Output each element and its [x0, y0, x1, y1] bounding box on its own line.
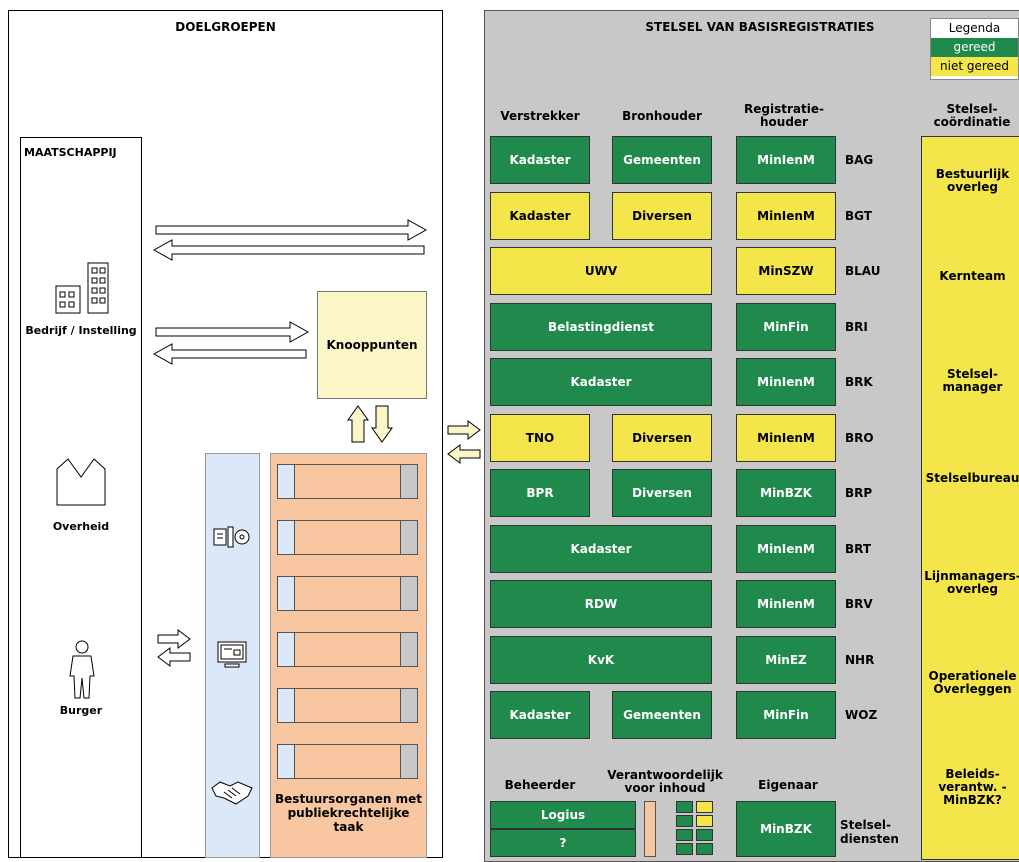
exchange-arrows-burger [157, 629, 191, 667]
grid-cell [676, 801, 693, 813]
verstrekker-cell: Kadaster [490, 691, 590, 739]
verstrekker-cell: RDW [490, 580, 712, 628]
coordination-item: Stelselbureau [925, 471, 1019, 485]
registration-code: BRI [845, 320, 868, 334]
registratiehouder-cell: MinFin [736, 691, 836, 739]
bestuursorganen-label: Bestuursorganen met publiekrechtelijke t… [275, 792, 422, 834]
header-registratiehouder: Registratie-houder [744, 102, 824, 129]
organisation-row [277, 632, 418, 667]
registration-code: NHR [845, 653, 875, 667]
registratiehouder-cell: MinIenM [736, 192, 836, 240]
header-bronhouder: Bronhouder [622, 109, 702, 123]
registratiehouder-cell: MinIenM [736, 358, 836, 406]
actor-burger: Burger [59, 704, 103, 717]
doelgroepen-title: DOELGROEPEN [175, 20, 276, 34]
coordination-item: Lijnmanagers-overleg [924, 569, 1019, 596]
grid-cell [676, 843, 693, 855]
organisation-row [277, 744, 418, 779]
header-eigenaar: Eigenaar [758, 778, 818, 792]
building-icon [55, 262, 109, 314]
computer-icon [217, 641, 247, 668]
verstrekker-cell: KvK [490, 636, 712, 684]
registratiehouder-cell: MinBZK [736, 469, 836, 517]
coordination-column [921, 136, 1019, 860]
registration-code: WOZ [845, 708, 878, 722]
coordination-item: Stelsel-manager [942, 367, 1003, 394]
verstrekker-cell: Kadaster [490, 358, 712, 406]
exchange-arrows-stelsel [447, 420, 481, 464]
registratiehouder-cell: MinFin [736, 303, 836, 351]
registration-code: BLAU [845, 264, 881, 278]
knooppunten-box: Knooppunten [317, 291, 427, 399]
handshake-icon [211, 781, 253, 805]
legend: Legenda gereed niet gereed [930, 18, 1019, 80]
header-verantwoordelijk: Verantwoordelijk voor inhoud [607, 768, 723, 795]
exchange-arrows-top [152, 219, 428, 261]
organisation-row [277, 464, 418, 499]
verantwoordelijk-bar [644, 801, 656, 857]
bronhouder-cell: Gemeenten [612, 136, 712, 184]
bronhouder-cell: Diversen [612, 192, 712, 240]
registratiehouder-cell: MinIenM [736, 414, 836, 462]
actor-bedrijf: Bedrijf / Instelling [25, 324, 137, 337]
verstrekker-cell: Kadaster [490, 136, 590, 184]
exchange-arrows-knoop [152, 321, 310, 365]
verstrekker-cell: UWV [490, 247, 712, 295]
grid-cell [696, 801, 713, 813]
grid-cell [676, 815, 693, 827]
registration-code: BAG [845, 153, 874, 167]
organisation-row [277, 688, 418, 723]
bronhouder-cell: Diversen [612, 414, 712, 462]
registration-code: BRP [845, 486, 873, 500]
verstrekker-cell: Kadaster [490, 192, 590, 240]
coordination-item: Bestuurlijk overleg [935, 167, 1010, 194]
verstrekker-cell: BPR [490, 469, 590, 517]
registratiehouder-cell: MinIenM [736, 580, 836, 628]
legend-ready: gereed [931, 38, 1018, 57]
verstrekker-cell: Kadaster [490, 525, 712, 573]
registration-code: BRV [845, 597, 873, 611]
organisation-row [277, 520, 418, 555]
registratiehouder-cell: MinEZ [736, 636, 836, 684]
bronhouder-cell: Gemeenten [612, 691, 712, 739]
legend-title: Legenda [948, 21, 1001, 35]
registratiehouder-cell: MinIenM [736, 136, 836, 184]
registration-code: BRK [845, 375, 873, 389]
bronhouder-cell: Diversen [612, 469, 712, 517]
organisation-row [277, 576, 418, 611]
grid-cell [676, 829, 693, 841]
stelsel-title: STELSEL VAN BASISREGISTRATIES [645, 20, 875, 34]
registratiehouder-cell: MinIenM [736, 525, 836, 573]
header-stelselcoordinatie: Stelsel-coördinatie [933, 102, 1011, 129]
registration-code: BGT [845, 209, 872, 223]
registration-code: BRT [845, 542, 872, 556]
government-icon [56, 458, 106, 506]
maatschappij-title: MAATSCHAPPIJ [24, 146, 117, 159]
updown-arrows [347, 405, 393, 443]
coordination-item: Beleids-verantw. - MinBZK? [938, 767, 1007, 807]
coordination-item: Operationele Overleggen [928, 669, 1017, 696]
coordination-item: Kernteam [939, 269, 1006, 283]
grid-cell [696, 829, 713, 841]
header-beheerder: Beheerder [504, 778, 576, 792]
actor-overheid: Overheid [52, 520, 110, 533]
verstrekker-cell: TNO [490, 414, 590, 462]
beheerder-logius: Logius [490, 801, 636, 829]
registratiehouder-cell: MinSZW [736, 247, 836, 295]
document-disc-icon [213, 526, 250, 548]
legend-not-ready: niet gereed [931, 57, 1018, 76]
stelseldiensten-label: Stelsel-diensten [840, 818, 899, 846]
person-icon [69, 640, 95, 699]
beheerder-unknown: ? [490, 829, 636, 857]
header-verstrekker: Verstrekker [500, 109, 580, 123]
verstrekker-cell: Belastingdienst [490, 303, 712, 351]
eigenaar-minbzk: MinBZK [736, 801, 836, 857]
grid-cell [696, 843, 713, 855]
registration-code: BRO [845, 431, 874, 445]
grid-cell [696, 815, 713, 827]
